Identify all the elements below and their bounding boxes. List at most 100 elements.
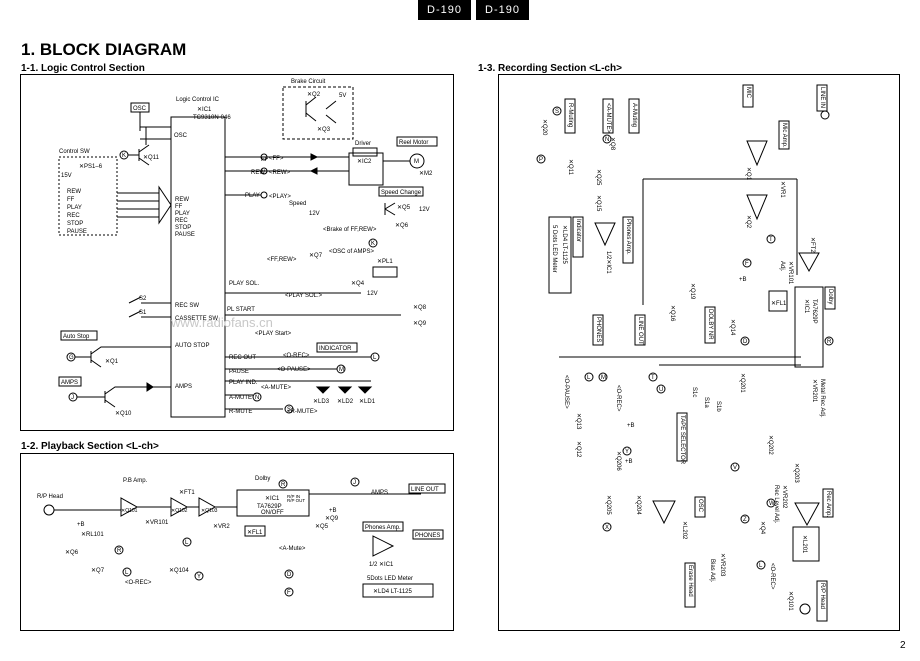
svg-text:✕LD3: ✕LD3 xyxy=(313,399,330,405)
svg-text:LINE OUT: LINE OUT xyxy=(411,487,439,493)
svg-text:✕Q202: ✕Q202 xyxy=(767,435,773,455)
page-title: 1. BLOCK DIAGRAM xyxy=(21,40,187,59)
svg-text:✕Q3: ✕Q3 xyxy=(317,127,331,133)
svg-text:Rec Level Adj.: Rec Level Adj. xyxy=(773,485,779,524)
svg-text:REC: REC xyxy=(67,213,80,219)
svg-text:Erase Head: Erase Head xyxy=(687,565,693,597)
svg-text:S1: S1 xyxy=(139,310,147,316)
svg-text:R/P Head: R/P Head xyxy=(37,494,63,500)
svg-text:D: D xyxy=(287,572,292,578)
svg-text:✕LD1: ✕LD1 xyxy=(359,399,376,405)
svg-text:REC OUT: REC OUT xyxy=(229,355,256,361)
svg-text:Rec Amp.: Rec Amp. xyxy=(825,491,831,517)
svg-text:✕PS1–6: ✕PS1–6 xyxy=(79,164,103,170)
svg-text:Indicator: Indicator xyxy=(575,219,581,242)
svg-text:✕FL1: ✕FL1 xyxy=(247,530,263,536)
svg-text:✕VR202: ✕VR202 xyxy=(781,485,787,509)
svg-text:L: L xyxy=(373,355,377,361)
svg-text:✕Q5: ✕Q5 xyxy=(315,524,329,530)
svg-text:TA7629P: TA7629P xyxy=(811,299,817,324)
svg-text:✕Q11: ✕Q11 xyxy=(567,159,573,176)
svg-text:✕Q102: ✕Q102 xyxy=(171,508,188,514)
svg-text:REC: REC xyxy=(175,218,188,224)
svg-text:R: R xyxy=(827,339,832,345)
svg-text:+B: +B xyxy=(739,277,747,283)
svg-text:Phones Amp.: Phones Amp. xyxy=(625,219,631,255)
svg-text:<OSC of AMPS>: <OSC of AMPS> xyxy=(329,249,375,255)
svg-text:Brake Circuit: Brake Circuit xyxy=(291,79,326,85)
svg-text:PLAY: PLAY xyxy=(67,205,82,211)
svg-text:PAUSE: PAUSE xyxy=(229,369,249,375)
svg-text:STOP: STOP xyxy=(175,225,191,231)
ic-part-number: TC9310N-046 xyxy=(193,115,231,121)
svg-text:F: F xyxy=(745,261,749,267)
svg-text:Phones Amp.: Phones Amp. xyxy=(365,525,401,531)
svg-text:K: K xyxy=(371,241,375,247)
svg-text:PLAY: PLAY xyxy=(245,193,260,199)
svg-text:✕VR2: ✕VR2 xyxy=(213,524,230,530)
svg-text:PHONES: PHONES xyxy=(415,533,440,539)
svg-text:S1c: S1c xyxy=(691,387,697,397)
svg-text:R-Muting: R-Muting xyxy=(567,103,573,127)
model-tab: D-190 xyxy=(418,0,471,20)
svg-text:S1a: S1a xyxy=(703,397,709,408)
svg-text:R-MUTE: R-MUTE xyxy=(229,409,252,415)
svg-text:A-Muting: A-Muting xyxy=(631,103,637,127)
svg-text:5V: 5V xyxy=(339,93,346,99)
svg-text:15V: 15V xyxy=(61,173,72,179)
svg-text:✕Q4: ✕Q4 xyxy=(351,281,365,287)
model-tab-secondary: D-190 xyxy=(476,0,529,20)
svg-text:TAPE SELECTOR: TAPE SELECTOR xyxy=(679,415,685,465)
svg-text:P: P xyxy=(539,157,543,163)
svg-text:✕Q204: ✕Q204 xyxy=(635,495,641,515)
svg-text:STOP: STOP xyxy=(67,221,83,227)
svg-text:✕VR201: ✕VR201 xyxy=(811,379,817,403)
svg-text:TA7629P: TA7629P xyxy=(257,504,282,510)
svg-text:ON/OFF: ON/OFF xyxy=(261,510,284,516)
svg-text:<O-REC>: <O-REC> xyxy=(769,563,775,590)
svg-text:+B: +B xyxy=(625,459,633,465)
svg-text:<A-MUTE>: <A-MUTE> xyxy=(261,385,292,391)
svg-text:PLAY IND.: PLAY IND. xyxy=(229,380,258,386)
svg-text:J: J xyxy=(71,395,74,401)
svg-text:5Dots LED Meter: 5Dots LED Meter xyxy=(367,576,413,582)
svg-text:Adj.: Adj. xyxy=(779,261,785,272)
svg-text:R/P OUT: R/P OUT xyxy=(287,498,305,503)
section-title-playback: 1-2. Playback Section <L-ch> xyxy=(21,441,159,452)
svg-text:✕PL1: ✕PL1 xyxy=(377,259,393,265)
svg-text:Driver: Driver xyxy=(355,141,371,147)
svg-text:PAUSE: PAUSE xyxy=(67,229,87,235)
svg-text:MIC: MIC xyxy=(745,87,751,99)
svg-text:S2: S2 xyxy=(139,296,147,302)
svg-text:1/2✕IC1: 1/2✕IC1 xyxy=(605,251,611,274)
svg-text:<O-REC>: <O-REC> xyxy=(125,580,152,586)
svg-text:PAUSE: PAUSE xyxy=(175,232,195,238)
svg-text:✕Q15: ✕Q15 xyxy=(595,195,601,212)
svg-text:✕Q5: ✕Q5 xyxy=(397,205,411,211)
svg-text:M: M xyxy=(339,367,344,373)
svg-text:✕VR101: ✕VR101 xyxy=(145,520,169,526)
svg-text:✕Q12: ✕Q12 xyxy=(575,441,581,458)
svg-text:<O-REC>: <O-REC> xyxy=(615,385,621,412)
svg-text:Dolby: Dolby xyxy=(827,289,833,304)
svg-text:+B: +B xyxy=(627,423,635,429)
svg-text:✕Q2: ✕Q2 xyxy=(307,92,321,98)
svg-text:✕Q19: ✕Q19 xyxy=(689,283,695,300)
svg-text:<R-MUTE>: <R-MUTE> xyxy=(287,409,318,415)
svg-text:✕Q1: ✕Q1 xyxy=(105,359,119,365)
svg-text:R/P IN: R/P IN xyxy=(287,494,300,499)
watermark: www.radiofans.cn xyxy=(170,315,273,330)
svg-text:REW: REW xyxy=(175,197,189,203)
svg-text:+B: +B xyxy=(77,522,85,528)
svg-text:CASSETTE SW: CASSETTE SW xyxy=(175,316,218,322)
svg-text:R: R xyxy=(117,548,122,554)
svg-text:LINE IN: LINE IN xyxy=(819,87,825,108)
svg-text:✕Q104: ✕Q104 xyxy=(169,568,189,574)
svg-text:T: T xyxy=(651,375,655,381)
svg-text:AMPS: AMPS xyxy=(371,490,388,496)
svg-text:L: L xyxy=(587,375,591,381)
svg-text:<O-PAUSE>: <O-PAUSE> xyxy=(563,375,569,409)
playback-schematic: R/P Head P.B Amp. ✕Q101 ✕Q102 ✕Q103 ✕VR1… xyxy=(37,476,446,598)
svg-text:REW: REW xyxy=(251,170,265,176)
logic-control-panel: Logic Control IC ✕IC1 TC9310N-046 OSC OS… xyxy=(20,74,454,431)
